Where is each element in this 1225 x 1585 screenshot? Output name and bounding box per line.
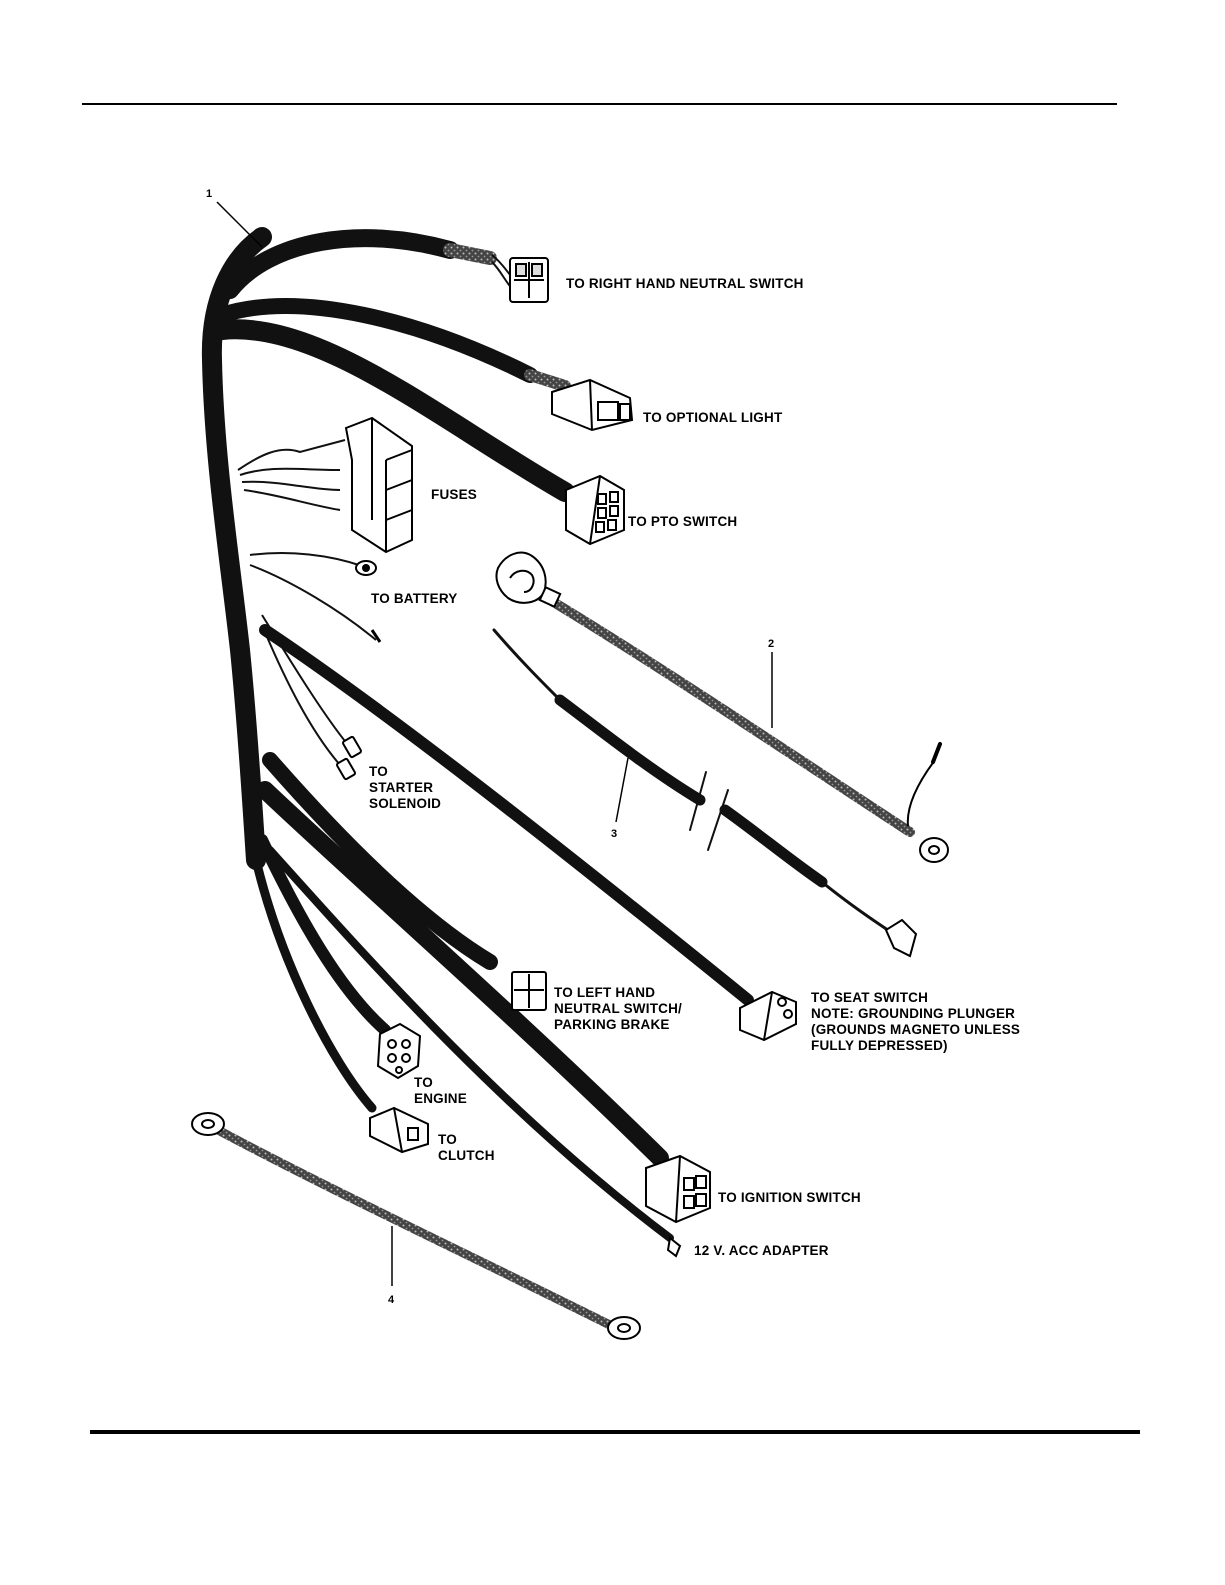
label-ignition-switch: TO IGNITION SWITCH [718,1190,861,1206]
engine-connector [378,1024,420,1078]
acc-adapter-end [668,1238,680,1256]
label-pto-switch: TO PTO SWITCH [628,514,737,530]
main-harness [212,237,748,1238]
label-clutch: TO CLUTCH [438,1132,495,1164]
fuse-block [346,418,412,552]
right-hand-neutral-connector [510,258,548,302]
label-optional-light: TO OPTIONAL LIGHT [643,410,782,426]
footer-rule [90,1430,1140,1434]
label-engine: TO ENGINE [414,1075,467,1107]
label-fuses: FUSES [431,487,477,503]
optional-light-connector [552,380,632,430]
callout-3: 3 [611,828,617,840]
label-left-hand-neutral-switch: TO LEFT HAND NEUTRAL SWITCH/ PARKING BRA… [554,985,682,1033]
callout-2: 2 [768,638,774,650]
clutch-connector [370,1108,428,1152]
left-hand-neutral-connector [512,972,546,1010]
pto-switch-connector [566,476,624,544]
starter-solenoid-terminals [336,736,361,780]
label-seat-switch: TO SEAT SWITCH NOTE: GROUNDING PLUNGER (… [811,990,1020,1054]
callout-1: 1 [206,188,212,200]
callout-4: 4 [388,1294,394,1306]
label-acc-adapter: 12 V. ACC ADAPTER [694,1243,829,1259]
ignition-switch-connector [646,1156,710,1222]
label-starter-solenoid: TO STARTER SOLENOID [369,764,441,812]
label-right-hand-neutral-switch: TO RIGHT HAND NEUTRAL SWITCH [566,276,804,292]
label-battery: TO BATTERY [371,591,458,607]
